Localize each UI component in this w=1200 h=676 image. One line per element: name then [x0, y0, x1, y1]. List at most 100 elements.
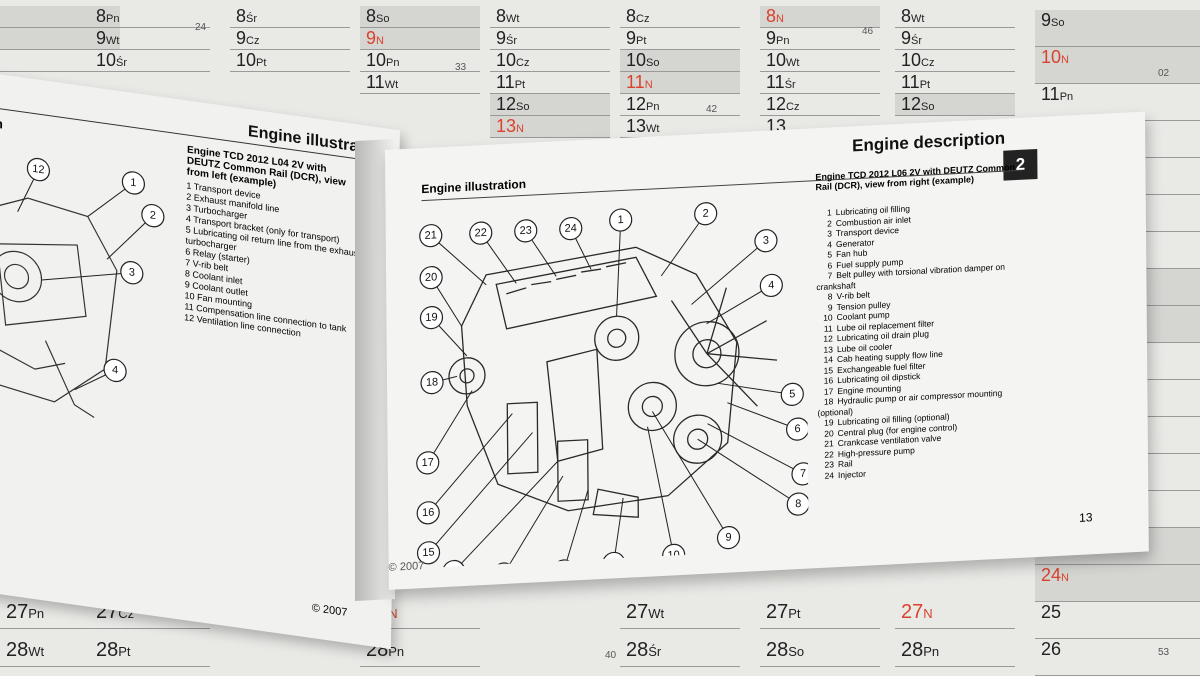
calendar-day: 28Wt: [0, 633, 120, 667]
calendar-day: 13N: [490, 116, 610, 138]
calendar-day: 8Śr: [230, 6, 350, 28]
day-abbrev: So: [788, 644, 805, 659]
calendar-day: 9So: [1035, 10, 1200, 47]
legend-text: Injector: [837, 468, 866, 480]
day-abbrev: N: [776, 13, 784, 25]
week-number: 53: [1158, 647, 1170, 658]
callout-label: 7: [800, 468, 806, 480]
calendar-day: 25: [1035, 602, 1200, 639]
callout-circle: [141, 203, 165, 228]
week-number: 33: [455, 62, 467, 73]
day-abbrev: So: [921, 101, 935, 113]
right-engine-illustration: 212223241234201918171615141312111098765: [416, 202, 809, 569]
calendar-day: [0, 6, 120, 28]
day-number: 9: [1041, 10, 1052, 30]
week-number: 46: [862, 26, 874, 37]
calendar-day: 9Wt: [90, 28, 210, 50]
callout-circle: [559, 216, 583, 241]
callout-17: 17: [416, 390, 473, 475]
right-copyright: © 2007: [388, 560, 425, 574]
day-abbrev: Pt: [636, 35, 647, 47]
callout-4: 4: [74, 358, 127, 391]
right-figure-title: Engine TCD 2012 L06 2V with DEUTZ Common…: [815, 162, 1015, 193]
leader-line: [651, 411, 729, 538]
day-abbrev: Wt: [384, 79, 399, 91]
callout-label: 11: [608, 557, 620, 569]
day-number: 10: [96, 50, 117, 70]
day-abbrev: N: [644, 79, 653, 91]
day-number: 9: [626, 28, 637, 48]
day-number: 28: [96, 639, 119, 661]
day-number: 27: [626, 601, 649, 623]
leader-line: [697, 438, 799, 505]
callout-6: 6: [727, 402, 809, 441]
calendar-day: 8Wt: [490, 6, 610, 28]
day-number: 26: [1041, 639, 1062, 659]
day-number: 28: [766, 639, 789, 661]
calendar-day: 12So: [895, 94, 1015, 116]
leader-line: [707, 423, 804, 475]
day-number: 10: [626, 50, 647, 70]
callout-label: 21: [425, 229, 437, 242]
callout-circle: [120, 261, 144, 285]
calendar-day: 10Cz: [895, 50, 1015, 72]
callout-21: 21: [419, 224, 487, 286]
calendar-day: 12So: [490, 94, 610, 116]
calendar-day: 28Pt: [90, 633, 210, 667]
calendar-day: 11N: [620, 72, 740, 94]
callout-label: 16: [422, 507, 434, 520]
day-number: 13: [496, 116, 517, 136]
day-number: 12: [496, 94, 517, 114]
calendar-day: [0, 50, 120, 72]
leader-line: [691, 240, 767, 305]
callout-circle: [419, 224, 443, 248]
callout-circle: [416, 451, 440, 475]
right-section-label: Engine illustration: [421, 176, 527, 197]
day-abbrev: Śr: [506, 35, 518, 47]
calendar-day: 10N: [1035, 47, 1200, 84]
callout-circle: [780, 382, 804, 406]
day-number: 11: [366, 72, 385, 92]
day-number: 8: [901, 6, 912, 26]
callout-circle: [552, 559, 576, 569]
day-abbrev: Śr: [116, 57, 128, 69]
callout-label: 5: [789, 388, 795, 400]
callout-5: 5: [717, 382, 804, 406]
callout-circle: [420, 371, 444, 395]
calendar-day: 11Pt: [490, 72, 610, 94]
day-number: 13: [626, 116, 647, 136]
day-number: 28: [901, 639, 924, 661]
day-number: 8: [236, 6, 247, 26]
day-abbrev: Cz: [246, 35, 260, 47]
day-abbrev: Pn: [106, 13, 120, 25]
day-abbrev: Pn: [923, 644, 940, 659]
day-abbrev: N: [1061, 54, 1069, 66]
legend-text: Generator: [835, 236, 875, 249]
day-abbrev: So: [1051, 17, 1065, 29]
day-number: 28: [6, 639, 29, 661]
day-number: 11: [1041, 84, 1060, 104]
day-number: 10: [236, 50, 257, 70]
callout-label: 20: [425, 271, 437, 284]
day-number: 8: [766, 6, 777, 26]
callout-22: 22: [469, 221, 517, 284]
calendar-day: 10Cz: [490, 50, 610, 72]
callout-13: 13: [492, 475, 564, 569]
day-abbrev: So: [516, 101, 530, 113]
callout-label: 22: [475, 227, 487, 240]
leader-line: [453, 460, 559, 569]
day-abbrev: Wt: [786, 57, 800, 69]
day-abbrev: Wt: [911, 13, 925, 25]
day-number: 9: [901, 28, 912, 48]
callout-2: 2: [106, 203, 165, 260]
callout-circle: [469, 221, 493, 245]
callout-label: 9: [725, 531, 731, 543]
day-abbrev: Pt: [788, 606, 801, 621]
day-number: 11: [766, 72, 785, 92]
day-abbrev: N: [516, 123, 524, 135]
day-number: 27: [901, 601, 924, 623]
calendar-day: 10Pt: [230, 50, 350, 72]
calendar-day: 10So: [620, 50, 740, 72]
calendar-day: 9Śr: [490, 28, 610, 50]
calendar-day: 9N: [360, 28, 480, 50]
